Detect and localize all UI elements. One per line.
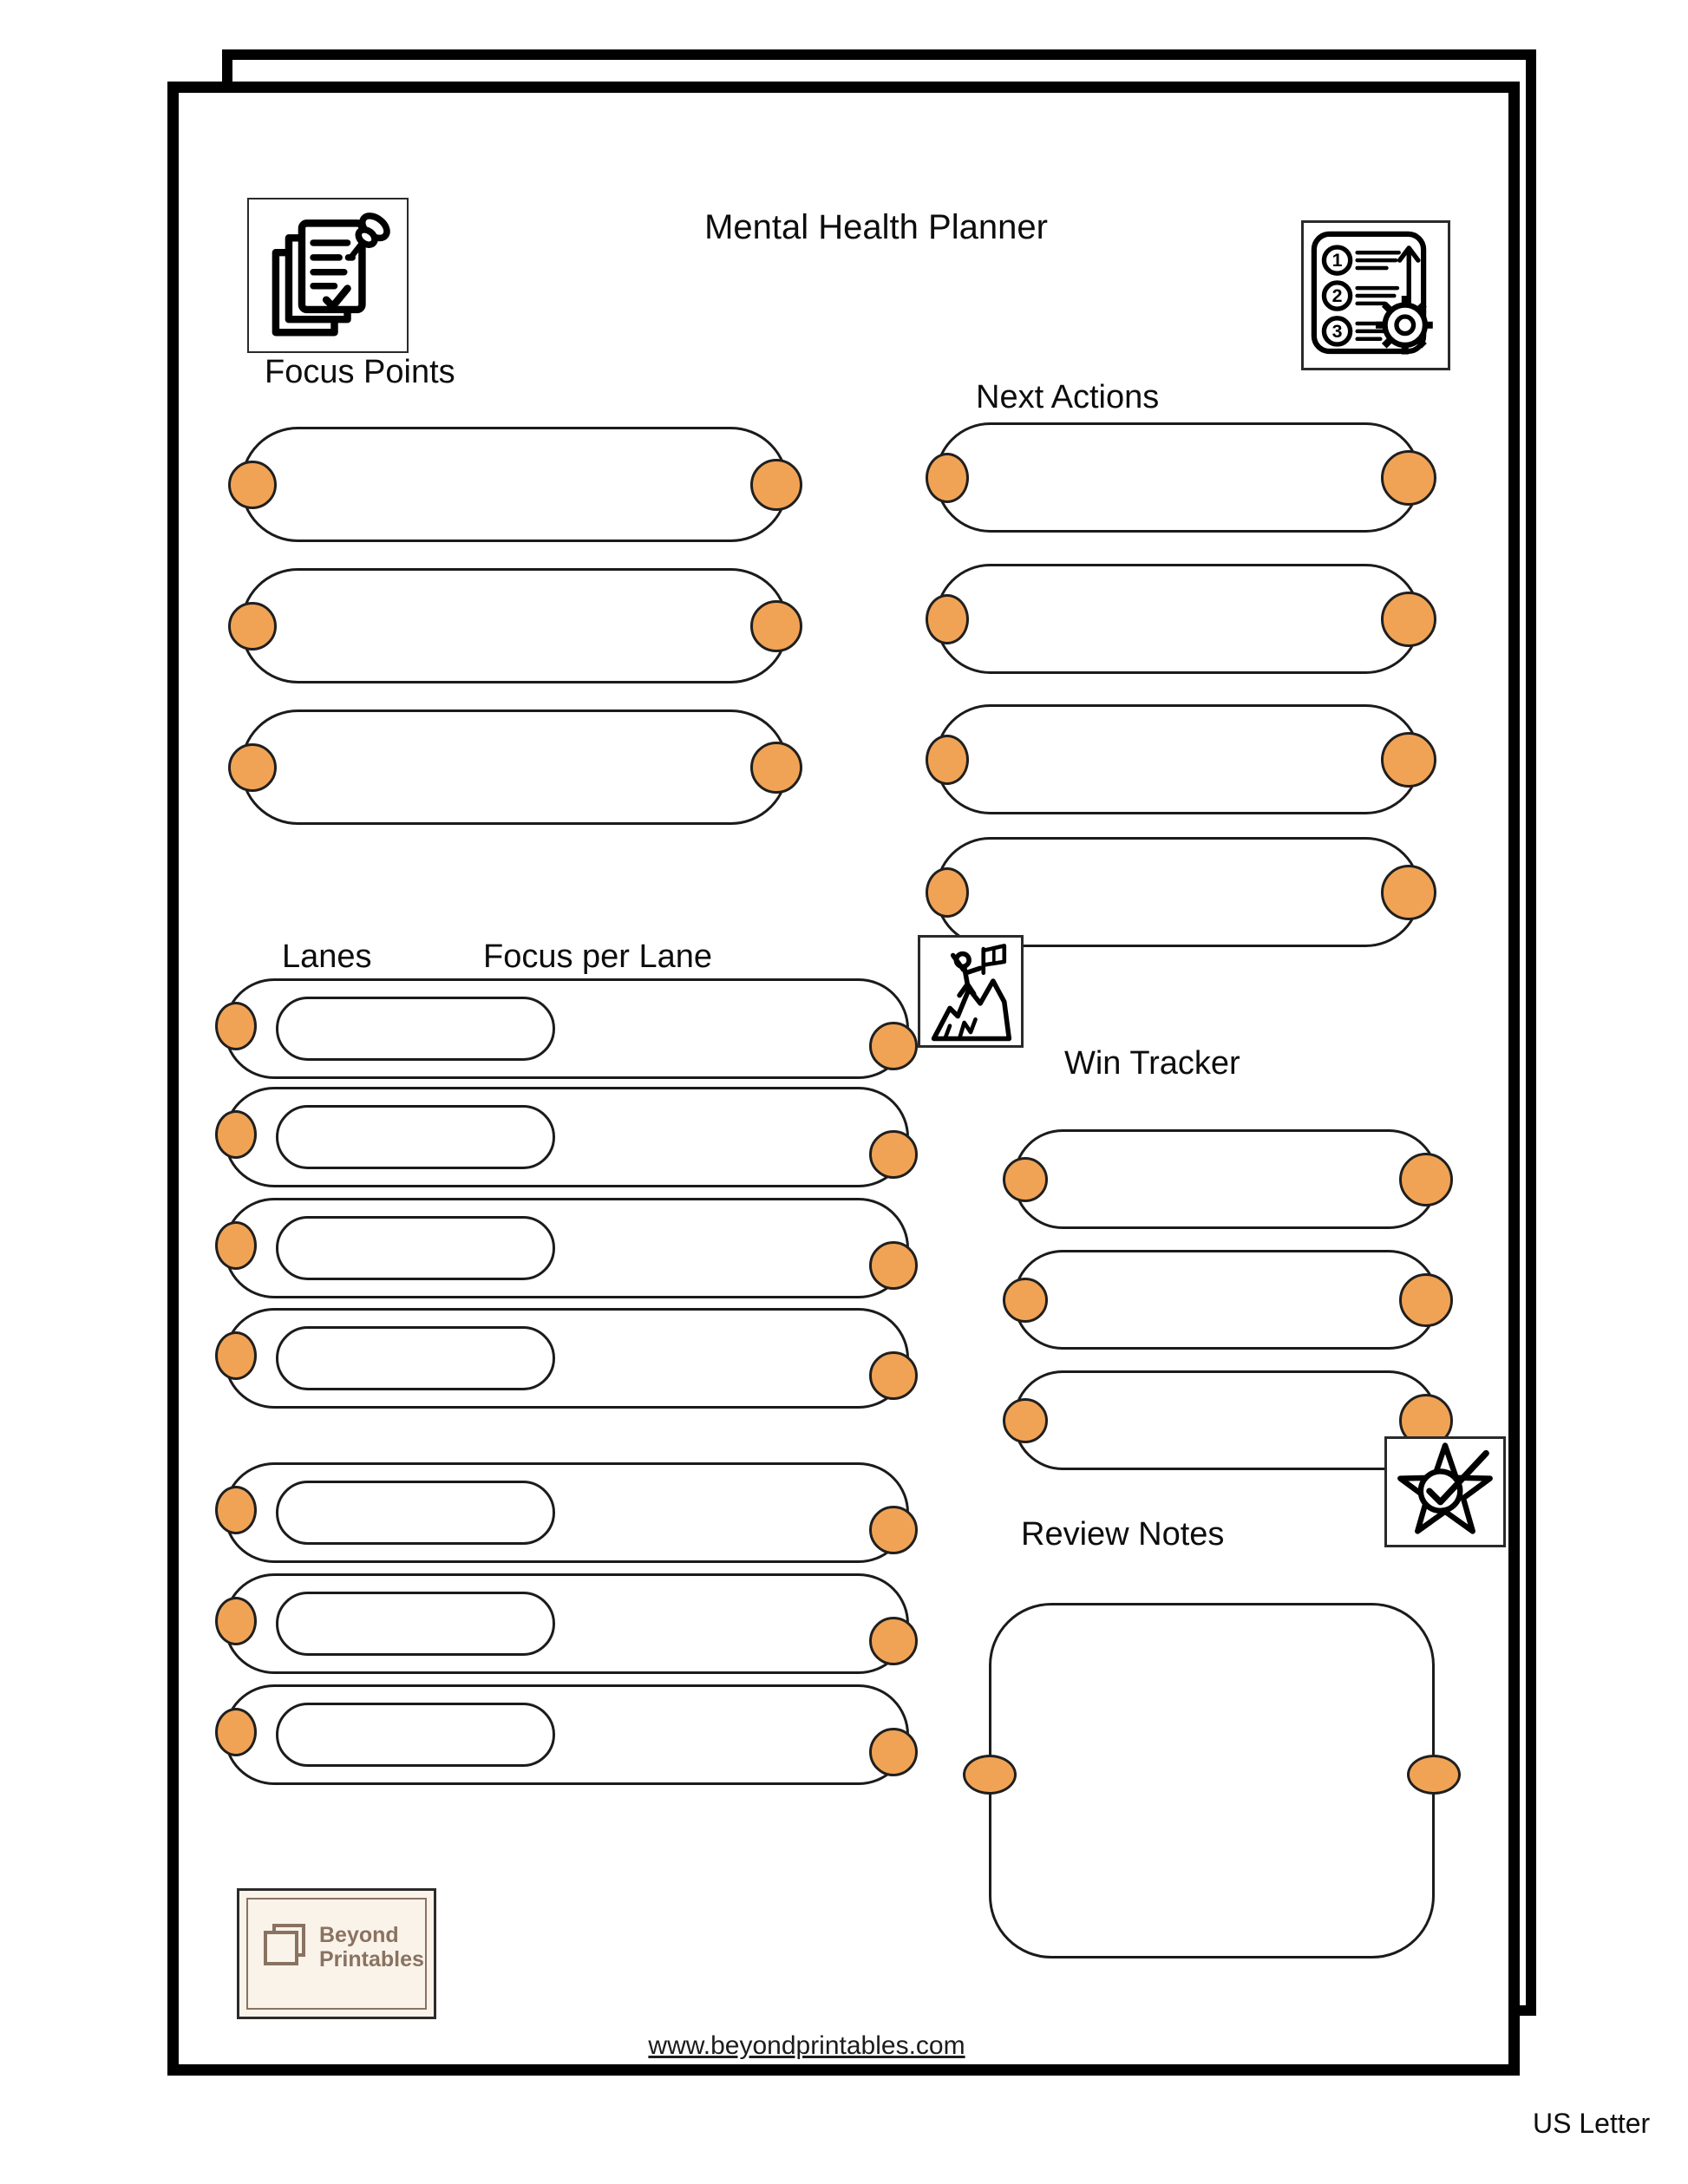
review-notes-field[interactable] bbox=[989, 1603, 1435, 1958]
lane-field-left-dot bbox=[215, 1331, 257, 1380]
stacked-squares-icon bbox=[257, 1920, 311, 1974]
win-field[interactable] bbox=[1013, 1370, 1438, 1470]
lanes-label: Lanes bbox=[282, 938, 372, 975]
lane-field-left-dot bbox=[215, 1486, 257, 1534]
lane-field-right-dot bbox=[869, 1241, 918, 1290]
lane-field-left-dot bbox=[215, 1002, 257, 1050]
lane-field[interactable] bbox=[224, 1573, 909, 1674]
lane-field-right-dot bbox=[869, 1130, 918, 1179]
footer-url-link[interactable]: www.beyondprintables.com bbox=[648, 2031, 965, 2060]
lane-field-right-dot bbox=[869, 1351, 918, 1400]
next-action-field-right-dot bbox=[1381, 864, 1436, 920]
lane-field-left-dot bbox=[215, 1221, 257, 1270]
lane-label-field[interactable] bbox=[276, 1703, 555, 1767]
mountain-climb-flag-icon bbox=[918, 935, 1024, 1048]
lane-field-right-dot bbox=[869, 1728, 918, 1776]
review-right-dot bbox=[1407, 1755, 1461, 1795]
focus-point-field-left-dot bbox=[228, 460, 277, 509]
win-field-left-dot bbox=[1003, 1397, 1048, 1443]
win-field-left-dot bbox=[1003, 1277, 1048, 1323]
svg-text:1: 1 bbox=[1332, 250, 1343, 271]
lane-field-right-dot bbox=[869, 1506, 918, 1554]
next-action-field-right-dot bbox=[1381, 731, 1436, 788]
next-action-field-right-dot bbox=[1381, 591, 1436, 647]
next-action-field-left-dot bbox=[926, 866, 969, 918]
page-size-label: US Letter bbox=[1533, 2108, 1651, 2139]
next-action-field-left-dot bbox=[926, 452, 969, 503]
focus-point-field[interactable] bbox=[240, 568, 788, 683]
next-action-field[interactable] bbox=[935, 704, 1421, 814]
logo-line1: Beyond bbox=[319, 1923, 399, 1947]
svg-text:3: 3 bbox=[1332, 321, 1343, 342]
next-action-field-right-dot bbox=[1381, 449, 1436, 506]
next-action-field[interactable] bbox=[935, 837, 1421, 947]
focus-point-field-right-dot bbox=[750, 599, 802, 652]
focus-point-field-right-dot bbox=[750, 741, 802, 794]
win-field-right-dot bbox=[1399, 1272, 1453, 1327]
numbered-list-gear-icon: 1 2 3 bbox=[1301, 220, 1450, 370]
next-action-field[interactable] bbox=[935, 564, 1421, 674]
logo-line2: Printables bbox=[319, 1947, 424, 1971]
win-field-right-dot bbox=[1399, 1152, 1453, 1206]
next-action-field-left-dot bbox=[926, 593, 969, 644]
lane-label-field[interactable] bbox=[276, 997, 555, 1061]
lane-label-field[interactable] bbox=[276, 1326, 555, 1390]
lane-field-right-dot bbox=[869, 1617, 918, 1665]
lane-field-right-dot bbox=[869, 1022, 918, 1070]
focus-point-field-left-dot bbox=[228, 601, 277, 651]
brand-logo: Beyond Printables bbox=[237, 1888, 436, 2019]
win-tracker-label: Win Tracker bbox=[1064, 1045, 1240, 1082]
next-action-field-left-dot bbox=[926, 734, 969, 785]
page-title: Mental Health Planner bbox=[704, 208, 1048, 246]
lane-label-field[interactable] bbox=[276, 1216, 555, 1280]
logo-text: Beyond Printables bbox=[319, 1923, 424, 1971]
win-field-left-dot bbox=[1003, 1156, 1048, 1202]
lane-label-field[interactable] bbox=[276, 1592, 555, 1656]
win-field[interactable] bbox=[1013, 1250, 1438, 1350]
svg-text:2: 2 bbox=[1332, 285, 1343, 306]
documents-pushpin-icon bbox=[247, 198, 409, 353]
lane-field-left-dot bbox=[215, 1708, 257, 1756]
star-check-icon bbox=[1384, 1436, 1506, 1547]
focus-point-field-right-dot bbox=[750, 458, 802, 511]
focus-point-field-left-dot bbox=[228, 742, 277, 792]
focus-points-label: Focus Points bbox=[265, 354, 455, 390]
focus-point-field[interactable] bbox=[240, 427, 788, 542]
lane-label-field[interactable] bbox=[276, 1105, 555, 1169]
logo-inner-frame bbox=[246, 1898, 427, 2010]
focus-point-field[interactable] bbox=[240, 709, 788, 825]
focus-per-lane-label: Focus per Lane bbox=[483, 938, 713, 975]
next-action-field[interactable] bbox=[935, 422, 1421, 533]
lane-label-field[interactable] bbox=[276, 1481, 555, 1545]
lane-field-left-dot bbox=[215, 1597, 257, 1645]
review-notes-label: Review Notes bbox=[1021, 1516, 1225, 1553]
lane-field-left-dot bbox=[215, 1110, 257, 1159]
win-field[interactable] bbox=[1013, 1129, 1438, 1229]
review-left-dot bbox=[963, 1755, 1017, 1795]
next-actions-label: Next Actions bbox=[976, 379, 1160, 415]
